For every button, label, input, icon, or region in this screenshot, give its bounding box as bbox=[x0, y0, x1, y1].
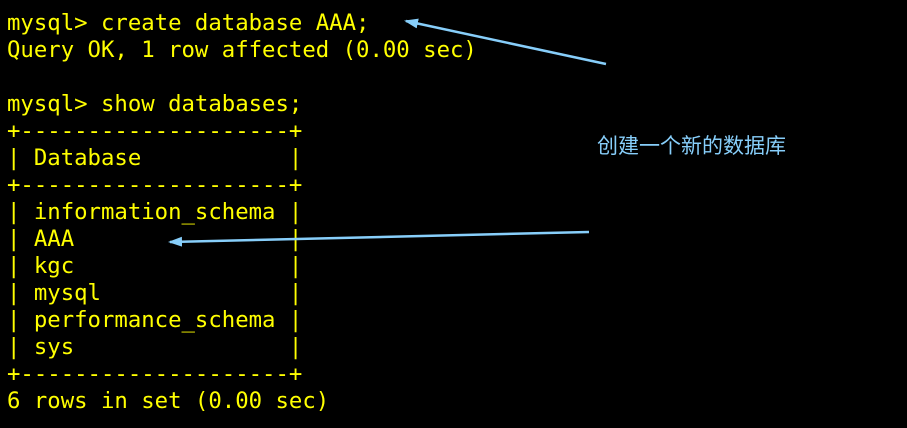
annotation-label: 创建一个新的数据库 bbox=[597, 134, 786, 158]
table-border-header: +--------------------+ bbox=[7, 172, 303, 198]
arrow-to-aaa-row bbox=[168, 230, 590, 247]
table-row-information-schema: | information_schema | bbox=[7, 199, 303, 225]
terminal-line-rows-in-set: 6 rows in set (0.00 sec) bbox=[7, 388, 330, 414]
table-border-bottom: +--------------------+ bbox=[7, 361, 303, 387]
terminal-line-query-ok: Query OK, 1 row affected (0.00 sec) bbox=[7, 37, 477, 63]
table-header-database: | Database | bbox=[7, 145, 303, 171]
table-row-sys: | sys | bbox=[7, 334, 303, 360]
terminal-line-show-command: mysql> show databases; bbox=[7, 91, 303, 117]
table-row-kgc: | kgc | bbox=[7, 253, 303, 279]
table-row-performance-schema: | performance_schema | bbox=[7, 307, 303, 333]
table-border-top: +--------------------+ bbox=[7, 118, 303, 144]
terminal-line-create-command: mysql> create database AAA; bbox=[7, 10, 370, 36]
table-row-mysql: | mysql | bbox=[7, 280, 303, 306]
arrow-to-create-command bbox=[404, 18, 607, 66]
